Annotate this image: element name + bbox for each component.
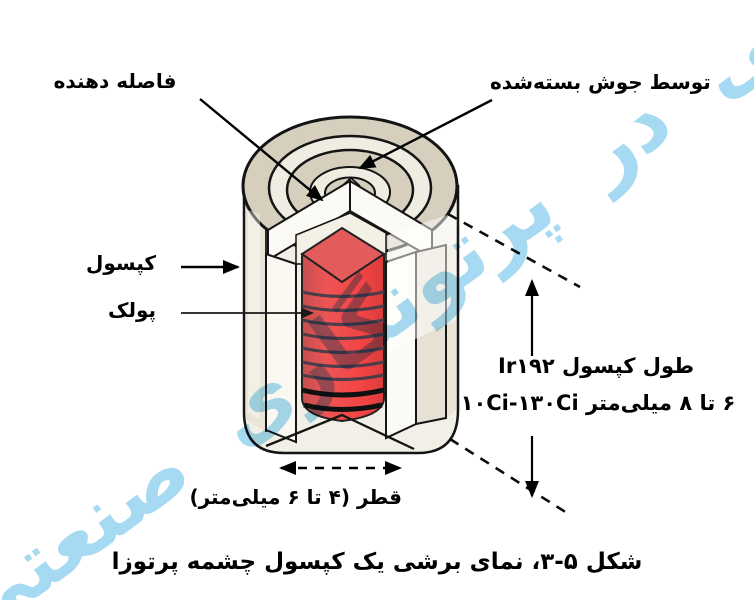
length-extension-bottom [449,437,568,515]
pellet-stack [300,226,386,423]
length-extension-top [447,212,581,289]
pellet-rib-dark-2 [303,402,383,412]
diameter-label: قطر (۴ تا ۶ میلی‌متر) [189,485,402,509]
length-dimension-text: طول کپسول Ir۱۹۲ ۶ تا ۸ میلی‌متر ۱۰Ci-۱۳۰… [440,354,752,415]
length-title: طول کپسول Ir۱۹۲ [498,354,694,378]
pellet-top-face [300,226,386,284]
weld-label: توسط جوش بسته‌شده [490,70,711,94]
pellet-label: پولک [107,298,157,322]
length-range-row: ۶ تا ۸ میلی‌متر ۱۰Ci-۱۳۰Ci [440,391,752,415]
pellet-rib-dark-1 [301,387,385,398]
spacer-label: فاصله دهنده [53,69,177,93]
length-range: ۶ تا ۸ میلی‌متر [585,391,736,415]
figure-caption: شکل ۵-۳، نمای برشی یک کپسول چشمه پرتوزا [111,549,643,575]
bottom-notch-edges [265,413,415,451]
length-dimension [447,212,581,515]
spacer-arrow [199,98,324,202]
cut-strip-left [265,252,297,444]
shell-highlight-left [248,210,260,420]
capsule-left-wall [246,190,266,432]
shell-highlight-right [388,212,456,352]
annotation-arrows [181,98,493,319]
capsule-label: کپسول [85,251,157,275]
activity-range: ۱۰Ci-۱۳۰Ci [460,391,579,415]
weld-arrow [358,98,493,170]
pellet-ribs [301,290,385,382]
